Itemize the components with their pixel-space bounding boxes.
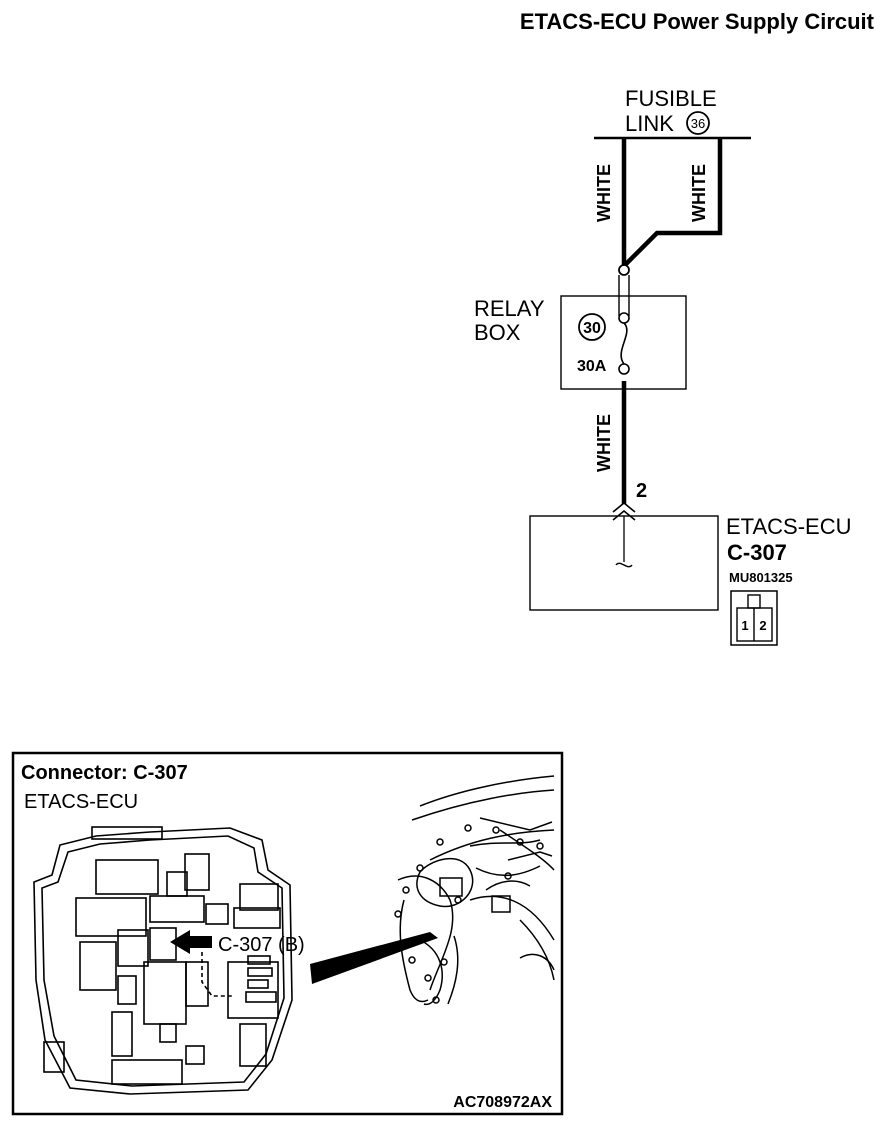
figure-code: AC708972AX (453, 1094, 552, 1111)
connector-face: 1 2 (730, 590, 778, 646)
fuse-number: 30 (583, 320, 601, 337)
ecu-part-number: MU801325 (729, 570, 793, 585)
diagram-title: ETACS-ECU Power Supply Circuit (520, 9, 875, 34)
fuse-rating: 30A (577, 358, 607, 375)
connector-panel-heading: Connector: C-307 (21, 762, 188, 784)
location-pointer (310, 932, 438, 984)
ecu: ETACS-ECU C-307 MU801325 1 2 (529, 514, 852, 646)
pin-number: 2 (636, 480, 647, 502)
wiring: WHITE WHITE WHITE (594, 138, 723, 504)
fusible-link-number-circle (686, 111, 710, 135)
splice-point (618, 264, 630, 276)
fusible-link-label-line1: FUSIBLE (625, 86, 717, 111)
relay-box-outline (560, 295, 687, 390)
ecu-name: ETACS-ECU (726, 514, 852, 539)
connector-arrow (612, 501, 636, 568)
vehicle-harness-illustration (394, 775, 555, 1006)
fusible-link: FUSIBLE LINK 36 (594, 86, 751, 140)
wire-color-label-lower: WHITE (594, 414, 614, 472)
relay-box: RELAY BOX 30 30A (474, 295, 687, 390)
ecu-unit-illustration (33, 826, 293, 1095)
connector-pin-1: 1 (741, 618, 748, 633)
fusible-link-number: 36 (691, 116, 705, 131)
connector-callout-label: C-307 (B) (218, 934, 305, 956)
callout-arrow (170, 930, 212, 954)
ecu-outline (529, 515, 719, 611)
fusible-link-label-line2: LINK (625, 111, 674, 136)
fuse-symbol (620, 322, 628, 365)
connector-panel: Connector: C-307 ETACS-ECU (11, 751, 564, 1116)
ecu-connector: C-307 (727, 540, 787, 565)
connector-panel-frame (11, 751, 564, 1116)
wire-color-label-left: WHITE (594, 164, 614, 222)
connector-panel-subheading: ETACS-ECU (24, 791, 138, 813)
connector-pin-2: 2 (759, 618, 766, 633)
wire-right (622, 138, 723, 268)
relay-box-label-line2: BOX (474, 320, 521, 345)
wire-color-label-right: WHITE (689, 164, 709, 222)
relay-box-label-line1: RELAY (474, 296, 545, 321)
fuse-number-circle (578, 313, 606, 341)
